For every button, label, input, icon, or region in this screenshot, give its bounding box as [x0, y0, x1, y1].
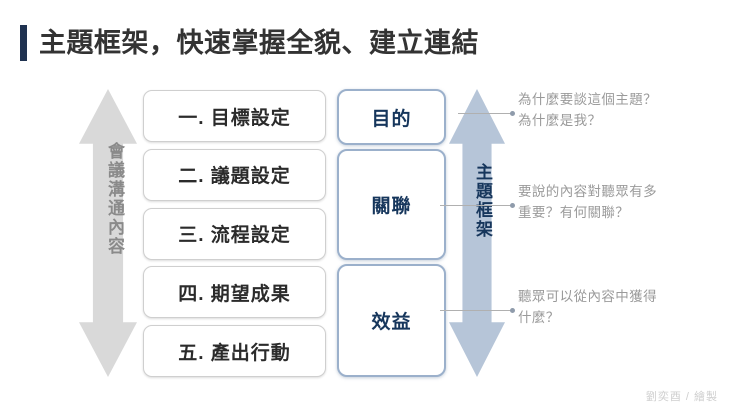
meeting-content-arrow-label: 會議溝通內容: [105, 142, 124, 256]
framework-pillar-label: 目的: [371, 108, 412, 130]
agenda-step-list: 一. 目標設定 二. 議題設定 三. 流程設定 四. 期望成果 五. 產出行動: [143, 90, 326, 377]
topic-framework-arrow-label: 主題框架: [473, 163, 492, 239]
framework-pillar-label: 效益: [371, 312, 412, 333]
agenda-step-label: 一. 目標設定: [178, 107, 291, 129]
leader-dot-2: [510, 203, 515, 208]
agenda-step-label: 三. 流程設定: [178, 225, 291, 246]
author-credit: 劉奕酉 / 繪製: [645, 391, 718, 403]
annotation-relevance: 要說的內容對聽眾有多 重要？有何關聯？: [518, 184, 657, 220]
agenda-step-label: 五. 產出行動: [178, 342, 291, 364]
framework-pillar-label: 關聯: [371, 196, 412, 217]
framework-pillar-relevance[interactable]: 關聯: [337, 149, 446, 260]
agenda-step-item-3[interactable]: 三. 流程設定: [143, 207, 326, 260]
agenda-step-label: 二. 議題設定: [178, 166, 291, 188]
title-text: 主題框架，快速掌握全貌、建立連結: [39, 27, 479, 58]
framework-pillar-benefit[interactable]: 效益: [337, 264, 446, 377]
agenda-step-item-5[interactable]: 五. 產出行動: [143, 325, 326, 377]
leader-dot-1: [510, 111, 515, 116]
page-title: 主題框架，快速掌握全貌、建立連結: [20, 22, 479, 64]
agenda-step-label: 四. 期望成果: [178, 283, 291, 305]
annotation-benefit: 聽眾可以從內容中獲得 什麼？: [518, 289, 657, 325]
leader-line-3: [440, 310, 512, 311]
agenda-step-item-1[interactable]: 一. 目標設定: [143, 90, 326, 142]
agenda-step-item-2[interactable]: 二. 議題設定: [143, 148, 326, 201]
framework-pillar-list: 目的 關聯 效益: [337, 89, 446, 377]
leader-line-1: [458, 113, 512, 114]
title-accent-bar: [20, 25, 27, 61]
annotation-purpose: 為什麼要談這個主題？ 為什麼是我？: [518, 92, 657, 128]
leader-dot-3: [510, 308, 515, 313]
agenda-step-item-4[interactable]: 四. 期望成果: [143, 266, 326, 319]
framework-pillar-purpose[interactable]: 目的: [337, 89, 446, 145]
leader-line-2: [440, 205, 512, 206]
